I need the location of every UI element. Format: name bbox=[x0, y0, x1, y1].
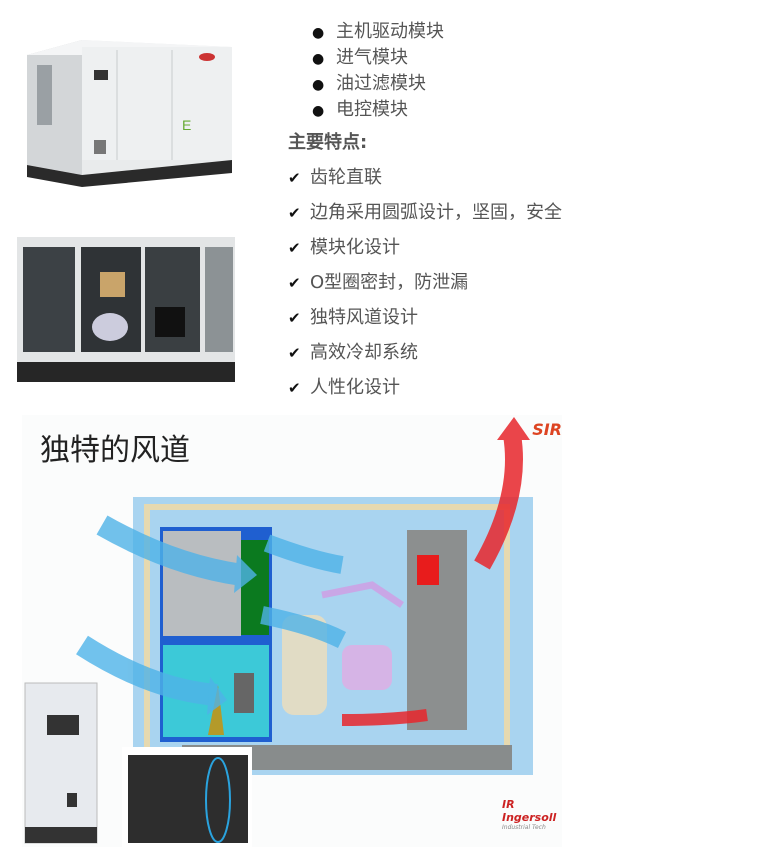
module-label: 进气模块 bbox=[336, 47, 408, 68]
bullet-icon: ● bbox=[312, 51, 325, 67]
cool-air-arrow bbox=[76, 515, 347, 715]
module-item: ● 油过滤模块 bbox=[312, 71, 426, 98]
hot-air-arrow bbox=[341, 417, 530, 726]
check-icon: ✔ bbox=[288, 344, 301, 362]
sir-logo: SIR bbox=[532, 420, 562, 439]
check-icon: ✔ bbox=[288, 169, 301, 187]
feature-item: ✔ 人性化设计 bbox=[288, 376, 400, 400]
ingersoll-logo-subtext: Industrial Tech bbox=[502, 824, 546, 831]
bullet-icon: ● bbox=[312, 103, 325, 119]
check-icon: ✔ bbox=[288, 239, 301, 257]
svg-text:E: E bbox=[182, 117, 191, 133]
feature-label: 高效冷却系统 bbox=[310, 342, 418, 363]
feature-item: ✔ 模块化设计 bbox=[288, 236, 400, 260]
module-item: ● 进气模块 bbox=[312, 45, 408, 72]
feature-item: ✔ O型圈密封，防泄漏 bbox=[288, 271, 468, 295]
compressor-interior-image bbox=[15, 232, 237, 390]
feature-label: 人性化设计 bbox=[310, 377, 400, 398]
feature-label: 独特风道设计 bbox=[310, 307, 418, 328]
feature-item: ✔ 独特风道设计 bbox=[288, 306, 418, 330]
compressor-exterior-image: E bbox=[22, 25, 242, 205]
module-label: 主机驱动模块 bbox=[336, 21, 444, 42]
features-heading: 主要特点: bbox=[288, 132, 368, 153]
module-item: ● 电控模块 bbox=[312, 97, 408, 124]
feature-label: 模块化设计 bbox=[310, 237, 400, 258]
bullet-icon: ● bbox=[312, 25, 325, 41]
airflow-diagram: 独特的风道 bbox=[22, 415, 562, 847]
diagram-title: 独特的风道 bbox=[40, 433, 190, 468]
feature-label: 边角采用圆弧设计，坚固，安全 bbox=[310, 202, 562, 223]
module-label: 电控模块 bbox=[336, 99, 408, 120]
feature-item: ✔ 齿轮直联 bbox=[288, 166, 382, 190]
module-item: ● 主机驱动模块 bbox=[312, 19, 444, 46]
check-icon: ✔ bbox=[288, 274, 301, 292]
feature-label: 齿轮直联 bbox=[310, 167, 382, 188]
bullet-icon: ● bbox=[312, 77, 325, 93]
ingersoll-logo: IR Ingersoll Industrial Tech bbox=[502, 798, 562, 831]
feature-label: O型圈密封，防泄漏 bbox=[310, 272, 469, 293]
check-icon: ✔ bbox=[288, 309, 301, 327]
module-label: 油过滤模块 bbox=[336, 73, 426, 94]
ingersoll-logo-text: IR Ingersoll bbox=[502, 798, 557, 824]
feature-item: ✔ 高效冷却系统 bbox=[288, 341, 418, 365]
feature-item: ✔ 边角采用圆弧设计，坚固，安全 bbox=[288, 201, 562, 225]
check-icon: ✔ bbox=[288, 204, 301, 222]
check-icon: ✔ bbox=[288, 379, 301, 397]
